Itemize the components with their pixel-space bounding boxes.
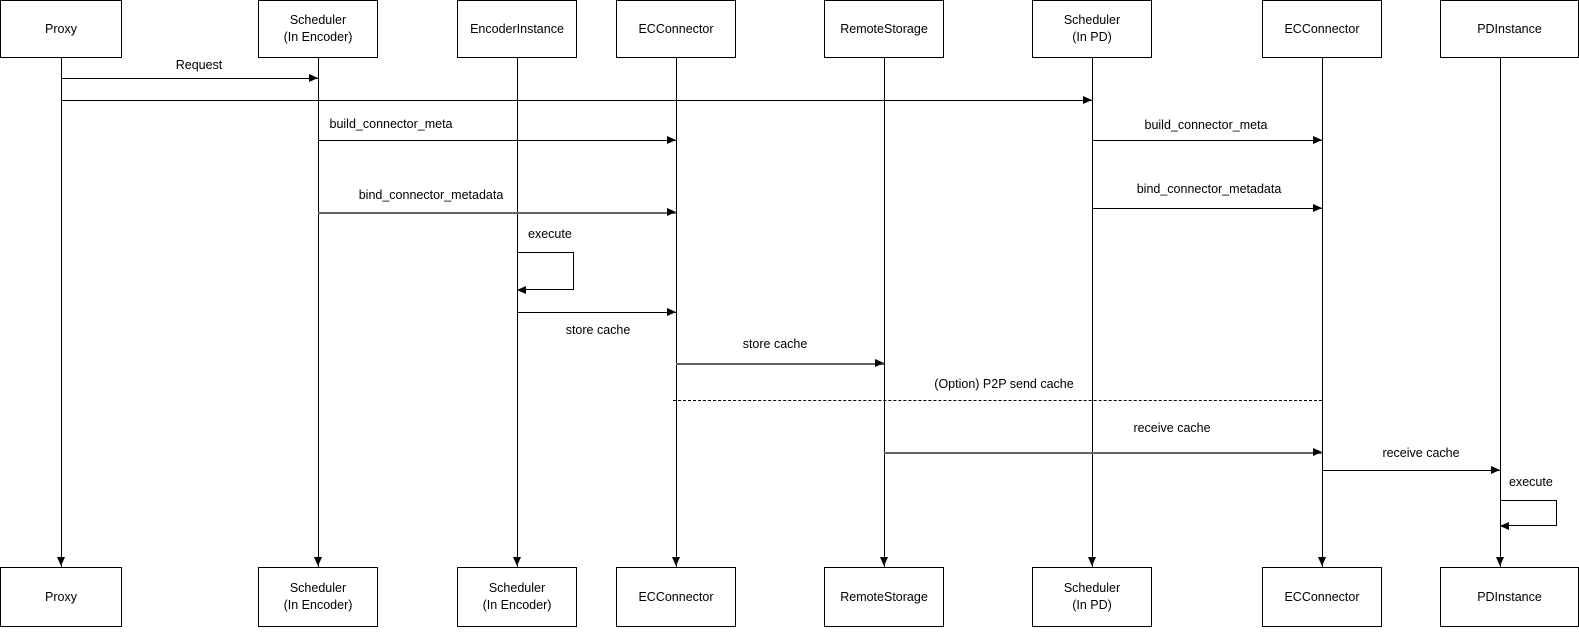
message-arrowhead-bind-connector-metadata-enc bbox=[667, 208, 676, 216]
participant-box-top-ec-connector-pd[interactable]: ECConnector bbox=[1262, 0, 1382, 58]
lifeline-scheduler-encoder bbox=[318, 58, 319, 567]
lifeline-terminator-arrow-ec-connector-enc bbox=[672, 557, 680, 566]
self-message-label-execute-pdinstance: execute bbox=[1509, 475, 1553, 489]
participant-box-top-ec-connector-enc[interactable]: ECConnector bbox=[616, 0, 736, 58]
participant-label-line1: EncoderInstance bbox=[470, 21, 564, 36]
participant-box-bottom-encoder-instance[interactable]: Scheduler (In Encoder) bbox=[457, 567, 577, 627]
message-label-bind-connector-metadata-pd: bind_connector_metadata bbox=[1136, 182, 1282, 196]
message-label-request: Request bbox=[175, 58, 223, 72]
lifeline-pd-instance bbox=[1500, 58, 1501, 567]
participant-label-line1: ECConnector bbox=[1284, 589, 1360, 604]
message-label-bind-connector-metadata-enc: bind_connector_metadata bbox=[358, 188, 504, 202]
participant-box-bottom-ec-connector-pd[interactable]: ECConnector bbox=[1262, 567, 1382, 627]
participant-box-top-scheduler-encoder[interactable]: Scheduler (In Encoder) bbox=[258, 0, 378, 58]
message-label-build-connector-meta-pd: build_connector_meta bbox=[1144, 118, 1268, 132]
message-arrowhead-receive-cache-remote bbox=[1313, 448, 1322, 456]
message-line-store-cache-enc bbox=[517, 312, 676, 313]
participant-box-top-scheduler-pd[interactable]: Scheduler (In PD) bbox=[1032, 0, 1152, 58]
message-line-receive-cache-remote bbox=[884, 452, 1322, 454]
lifeline-terminator-arrow-remote-storage bbox=[880, 557, 888, 566]
message-line-build-connector-meta-enc bbox=[318, 140, 676, 141]
participant-box-top-remote-storage[interactable]: RemoteStorage bbox=[824, 0, 944, 58]
message-label-build-connector-meta-enc: build_connector_meta bbox=[329, 117, 453, 131]
lifeline-terminator-arrow-pd-instance bbox=[1496, 557, 1504, 566]
participant-label-line1: Scheduler bbox=[289, 581, 347, 595]
participant-label-line1: ECConnector bbox=[638, 21, 714, 36]
self-message-loop-execute-encoder bbox=[517, 252, 574, 290]
message-arrowhead-bind-connector-metadata-pd bbox=[1313, 204, 1322, 212]
message-arrowhead-store-cache-remote bbox=[875, 359, 884, 367]
self-message-arrowhead-execute-pdinstance bbox=[1500, 522, 1509, 530]
message-line-store-cache-remote bbox=[676, 363, 884, 365]
message-line-build-connector-meta-pd bbox=[1092, 140, 1322, 141]
message-label-receive-cache-remote: receive cache bbox=[1133, 421, 1211, 435]
participant-label-line1: Proxy bbox=[45, 21, 77, 36]
lifeline-terminator-arrow-scheduler-encoder bbox=[314, 557, 322, 566]
participant-label-line1: Scheduler bbox=[1063, 581, 1121, 595]
message-line-request bbox=[61, 78, 318, 79]
message-line-receive-cache-pd bbox=[1322, 470, 1500, 471]
participant-label-line1: RemoteStorage bbox=[840, 589, 928, 604]
participant-box-top-proxy[interactable]: Proxy bbox=[0, 0, 122, 58]
message-line-bind-connector-metadata-pd bbox=[1092, 208, 1322, 209]
message-arrowhead-request bbox=[309, 74, 318, 82]
lifeline-terminator-arrow-proxy bbox=[57, 557, 65, 566]
lifeline-ec-connector-pd bbox=[1322, 58, 1323, 567]
participant-label-line2: (In Encoder) bbox=[482, 598, 552, 612]
participant-label-line1: ECConnector bbox=[1284, 21, 1360, 36]
message-label-store-cache-enc: store cache bbox=[565, 323, 631, 337]
message-arrowhead-build-connector-meta-enc bbox=[667, 136, 676, 144]
lifeline-ec-connector-enc bbox=[676, 58, 677, 567]
participant-label-line1: Proxy bbox=[45, 589, 77, 604]
message-arrowhead-build-connector-meta-pd bbox=[1313, 136, 1322, 144]
participant-box-bottom-pd-instance[interactable]: PDInstance bbox=[1440, 567, 1579, 627]
self-message-loop-execute-pdinstance bbox=[1500, 500, 1557, 526]
participant-label-line1: Scheduler bbox=[1063, 13, 1121, 27]
lifeline-scheduler-pd bbox=[1092, 58, 1093, 567]
lifeline-terminator-arrow-ec-connector-pd bbox=[1318, 557, 1326, 566]
message-arrowhead-receive-cache-pd bbox=[1491, 466, 1500, 474]
message-label-p2p-send-cache: (Option) P2P send cache bbox=[934, 377, 1074, 391]
message-arrowhead-store-cache-enc bbox=[667, 308, 676, 316]
participant-label-line2: (In Encoder) bbox=[283, 598, 353, 612]
lifeline-terminator-arrow-scheduler-pd bbox=[1088, 557, 1096, 566]
participant-label-line1: Scheduler bbox=[289, 13, 347, 27]
participant-label-line2: (In PD) bbox=[1072, 30, 1112, 44]
lifeline-proxy bbox=[61, 58, 62, 567]
message-line-p2p-send-cache bbox=[673, 400, 1322, 401]
self-message-arrowhead-execute-encoder bbox=[517, 286, 526, 294]
message-arrowhead-proxy-to-scheduler-pd bbox=[1083, 96, 1092, 104]
self-message-label-execute-encoder: execute bbox=[528, 227, 572, 241]
participant-label-line2: (In PD) bbox=[1072, 598, 1112, 612]
participant-box-bottom-remote-storage[interactable]: RemoteStorage bbox=[824, 567, 944, 627]
message-label-store-cache-remote: store cache bbox=[742, 337, 808, 351]
participant-label-line2: (In Encoder) bbox=[283, 30, 353, 44]
message-line-bind-connector-metadata-enc bbox=[318, 212, 676, 214]
lifeline-terminator-arrow-encoder-instance bbox=[513, 557, 521, 566]
participant-label-line1: PDInstance bbox=[1477, 589, 1542, 604]
participant-label-line1: PDInstance bbox=[1477, 21, 1542, 36]
participant-box-bottom-proxy[interactable]: Proxy bbox=[0, 567, 122, 627]
participant-box-bottom-scheduler-pd[interactable]: Scheduler (In PD) bbox=[1032, 567, 1152, 627]
participant-box-bottom-ec-connector-enc[interactable]: ECConnector bbox=[616, 567, 736, 627]
participant-label-line1: RemoteStorage bbox=[840, 21, 928, 36]
message-label-receive-cache-pd: receive cache bbox=[1382, 446, 1460, 460]
participant-box-top-encoder-instance[interactable]: EncoderInstance bbox=[457, 0, 577, 58]
lifeline-remote-storage bbox=[884, 58, 885, 567]
participant-box-top-pd-instance[interactable]: PDInstance bbox=[1440, 0, 1579, 58]
participant-label-line1: ECConnector bbox=[638, 589, 714, 604]
message-line-proxy-to-scheduler-pd bbox=[61, 100, 1092, 101]
participant-label-line1: Scheduler bbox=[488, 581, 546, 595]
participant-box-bottom-scheduler-encoder[interactable]: Scheduler (In Encoder) bbox=[258, 567, 378, 627]
